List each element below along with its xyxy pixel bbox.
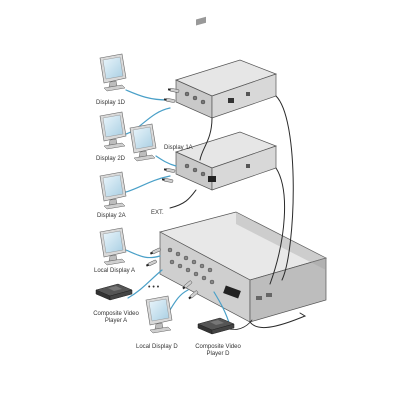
label-player-a: Composite Video Player A: [93, 311, 139, 324]
monitor-local-display-d: [145, 295, 173, 334]
label-local-display-d: Local Display D: [136, 344, 178, 350]
monitor-display-2a: [99, 171, 127, 210]
label-display-2d: Display 2D: [96, 156, 126, 162]
receiver-1: [175, 16, 278, 119]
label-player-d: Composite Video Player D: [195, 344, 241, 357]
matrix-switcher: [159, 211, 327, 323]
label-display-1d: Display 1D: [96, 100, 126, 106]
monitor-local-display-a: [99, 227, 127, 266]
label-local-display-a: Local Display A: [94, 268, 136, 274]
cables: [125, 89, 307, 330]
monitor-display-1d: [99, 53, 127, 92]
label-ext: EXT.: [151, 210, 164, 216]
receiver-2: [175, 131, 278, 191]
monitor-display-1a: [129, 123, 157, 162]
composite-video-player-a: [95, 283, 133, 301]
ellipsis-dots: • • •: [148, 284, 160, 291]
label-display-1a: Display 1A: [164, 145, 193, 151]
label-display-2a: Display 2A: [97, 213, 126, 219]
monitor-display-2d: [99, 111, 127, 150]
